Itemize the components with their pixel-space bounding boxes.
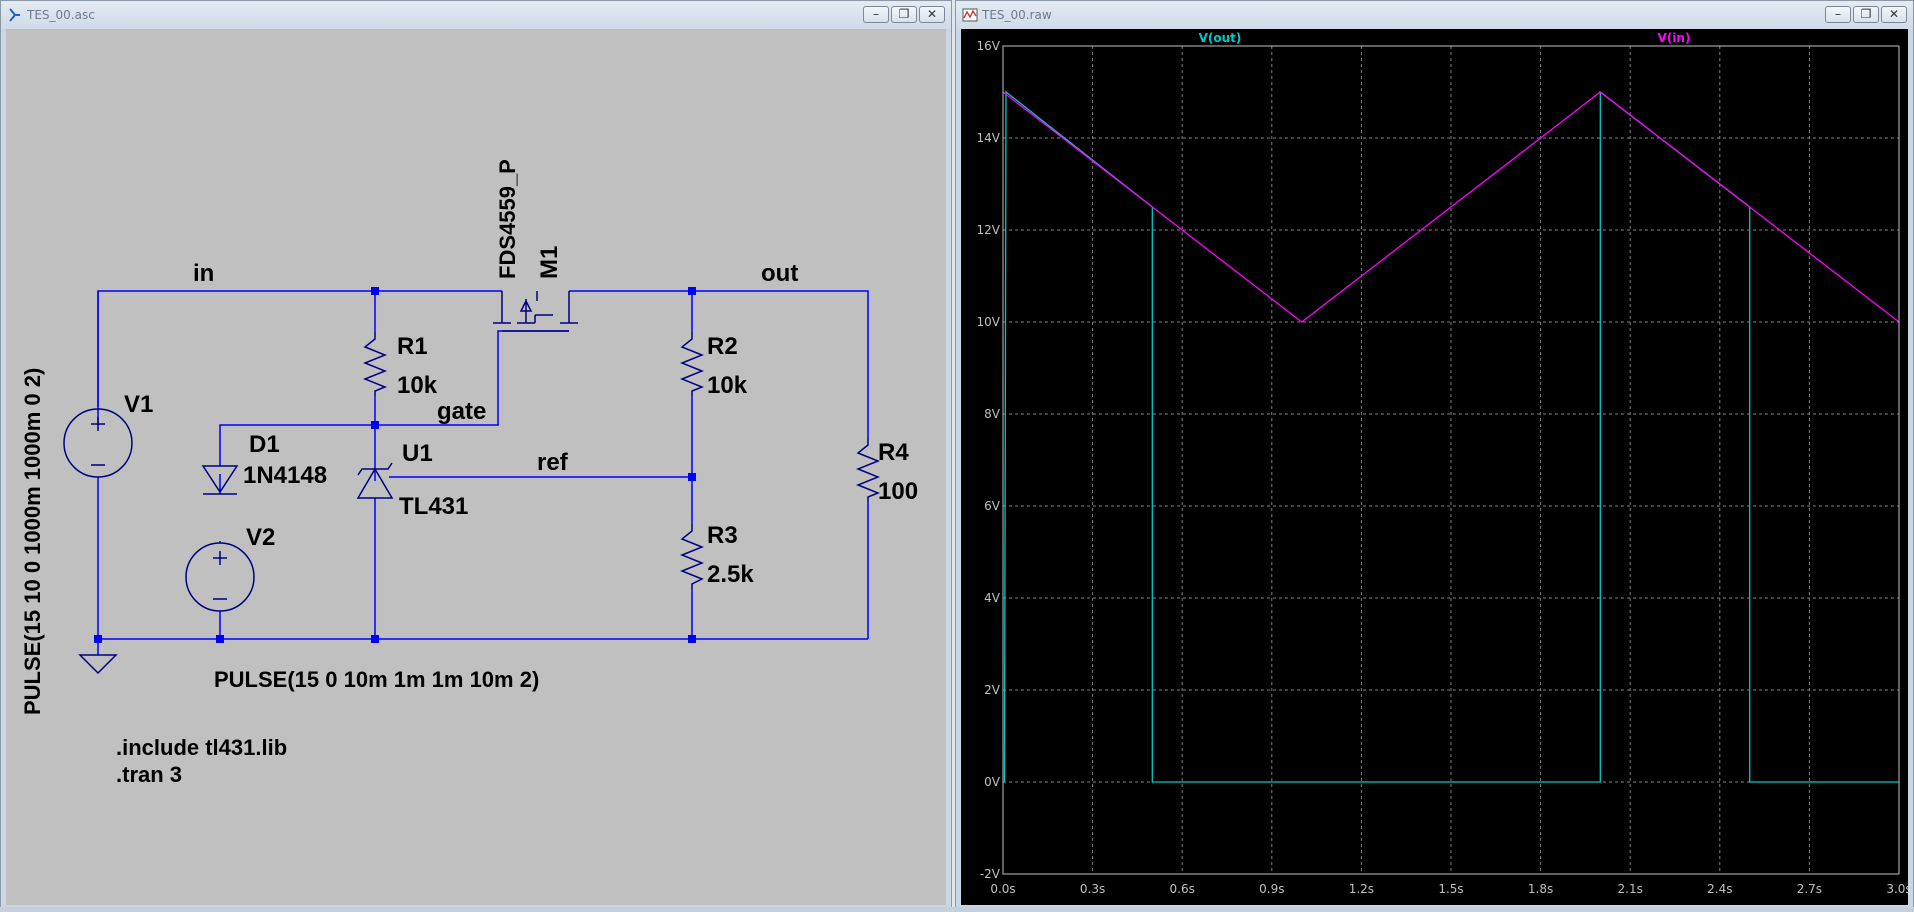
net-label-out: out	[761, 260, 798, 287]
minimize-icon: –	[873, 7, 879, 21]
r2-value: 10k	[707, 372, 748, 399]
u1-value: TL431	[399, 493, 468, 520]
x-tick-label: 0.6s	[1170, 882, 1195, 896]
x-tick-label: 1.2s	[1349, 882, 1374, 896]
trace-v-out-	[1003, 90, 1899, 783]
y-tick-label: 10V	[977, 315, 1001, 329]
waveform-window[interactable]: TES_00.raw – ❐ ✕ 0.0s 0.3s 0.6s 0.9s 1.2s 1.5…	[955, 0, 1914, 912]
close-icon: ✕	[1888, 7, 1900, 21]
y-tick-label: 14V	[977, 131, 1001, 145]
m1-name: M1	[536, 246, 563, 279]
v2-symbol[interactable]	[185, 542, 255, 612]
net-label-gate: gate	[437, 398, 486, 425]
trace-legend[interactable]: V(out) V(in)	[1199, 31, 1691, 45]
r4-value: 100	[878, 478, 918, 505]
r3-name: R3	[707, 522, 738, 549]
x-tick-label: 2.7s	[1797, 882, 1822, 896]
restore-icon: ❐	[898, 7, 910, 21]
m1-value: FDS4559_P	[495, 159, 520, 279]
schematic-canvas[interactable]: in out gate ref V1 PULSE(15 10 0 1000m 1…	[6, 29, 946, 905]
x-tick-label: 2.4s	[1707, 882, 1732, 896]
plot-grid	[1003, 46, 1899, 874]
d1-value: 1N4148	[243, 462, 327, 489]
minimize-icon: –	[1835, 7, 1841, 21]
schematic-titlebar[interactable]: TES_00.asc – ❐ ✕	[1, 1, 951, 29]
ltspice-schematic-icon	[9, 8, 20, 22]
v2-value: PULSE(15 0 10m 1m 1m 10m 2)	[214, 667, 539, 692]
m1-symbol[interactable]	[493, 291, 578, 332]
x-tick-label: 0.0s	[990, 882, 1015, 896]
trace-v-in-	[1002, 91, 1900, 323]
traces	[1002, 90, 1900, 783]
junction-dots	[94, 287, 696, 643]
d1-symbol[interactable]	[201, 465, 239, 495]
r1-name: R1	[397, 333, 428, 360]
waveform-icon	[962, 8, 978, 22]
ground-icon	[78, 654, 118, 675]
net-label-ref: ref	[537, 449, 569, 476]
y-tick-label: 2V	[984, 683, 1001, 697]
waveform-plot-area[interactable]: 0.0s 0.3s 0.6s 0.9s 1.2s 1.5s 1.8s 2.1s 2.4s 2.7s…	[961, 29, 1908, 905]
r4-symbol	[855, 437, 881, 501]
x-tick-label: 0.3s	[1080, 882, 1105, 896]
r3-symbol	[679, 524, 705, 589]
axis-tick-labels: 0.0s 0.3s 0.6s 0.9s 1.2s 1.5s 1.8s 2.1s 2.4s 2.7s…	[977, 39, 1908, 896]
net-label-in: in	[193, 260, 214, 287]
desktop-strip	[0, 907, 1914, 912]
x-tick-label: 2.1s	[1618, 882, 1643, 896]
r2-name: R2	[707, 333, 738, 360]
directive-tran: .tran 3	[116, 762, 182, 787]
x-tick-label: 0.9s	[1259, 882, 1284, 896]
y-tick-label: 0V	[984, 775, 1001, 789]
r1-value: 10k	[397, 372, 438, 399]
waveform-titlebar[interactable]: TES_00.raw – ❐ ✕	[956, 1, 1913, 29]
x-tick-label: 1.5s	[1438, 882, 1463, 896]
y-tick-label: 4V	[984, 591, 1001, 605]
u1-name: U1	[402, 440, 433, 467]
r2-symbol	[679, 332, 705, 396]
schematic-close-button[interactable]: ✕	[919, 6, 945, 23]
legend-v-in-[interactable]: V(in)	[1658, 31, 1691, 45]
y-tick-label: 16V	[977, 39, 1001, 53]
schematic-minimize-button[interactable]: –	[863, 6, 889, 23]
y-tick-label: -2V	[980, 867, 1001, 881]
waveform-minimize-button[interactable]: –	[1825, 6, 1851, 23]
d1-name: D1	[249, 431, 280, 458]
waveform-restore-button[interactable]: ❐	[1853, 6, 1879, 23]
r4-name: R4	[878, 439, 909, 466]
schematic-restore-button[interactable]: ❐	[891, 6, 917, 23]
wires	[97, 290, 869, 655]
schematic-window[interactable]: TES_00.asc – ❐ ✕	[0, 0, 952, 912]
plot-frame	[1002, 45, 1900, 875]
x-tick-label: 3.0s	[1886, 882, 1908, 896]
directive-include: .include tl431.lib	[116, 735, 287, 760]
v1-name: V1	[124, 391, 153, 418]
legend-v-out-[interactable]: V(out)	[1199, 31, 1242, 45]
waveform-window-title: TES_00.raw	[982, 8, 1052, 22]
y-tick-label: 8V	[984, 407, 1001, 421]
r3-value: 2.5k	[707, 561, 754, 588]
y-tick-label: 6V	[984, 499, 1001, 513]
resistor-symbols	[362, 332, 881, 589]
v2-name: V2	[246, 524, 275, 551]
r1-symbol	[362, 332, 388, 396]
schematic-window-title: TES_00.asc	[27, 8, 95, 22]
x-tick-label: 1.8s	[1528, 882, 1553, 896]
restore-icon: ❐	[1860, 7, 1872, 21]
u1-symbol[interactable]	[356, 462, 394, 499]
y-tick-label: 12V	[977, 223, 1001, 237]
close-icon: ✕	[926, 7, 938, 21]
v1-value: PULSE(15 10 0 1000m 1000m 0 2)	[20, 368, 45, 715]
v1-symbol[interactable]	[63, 408, 133, 478]
waveform-close-button[interactable]: ✕	[1881, 6, 1907, 23]
waveform-chart[interactable]: 0.0s 0.3s 0.6s 0.9s 1.2s 1.5s 1.8s 2.1s 2.4s 2.7s…	[961, 29, 1908, 905]
